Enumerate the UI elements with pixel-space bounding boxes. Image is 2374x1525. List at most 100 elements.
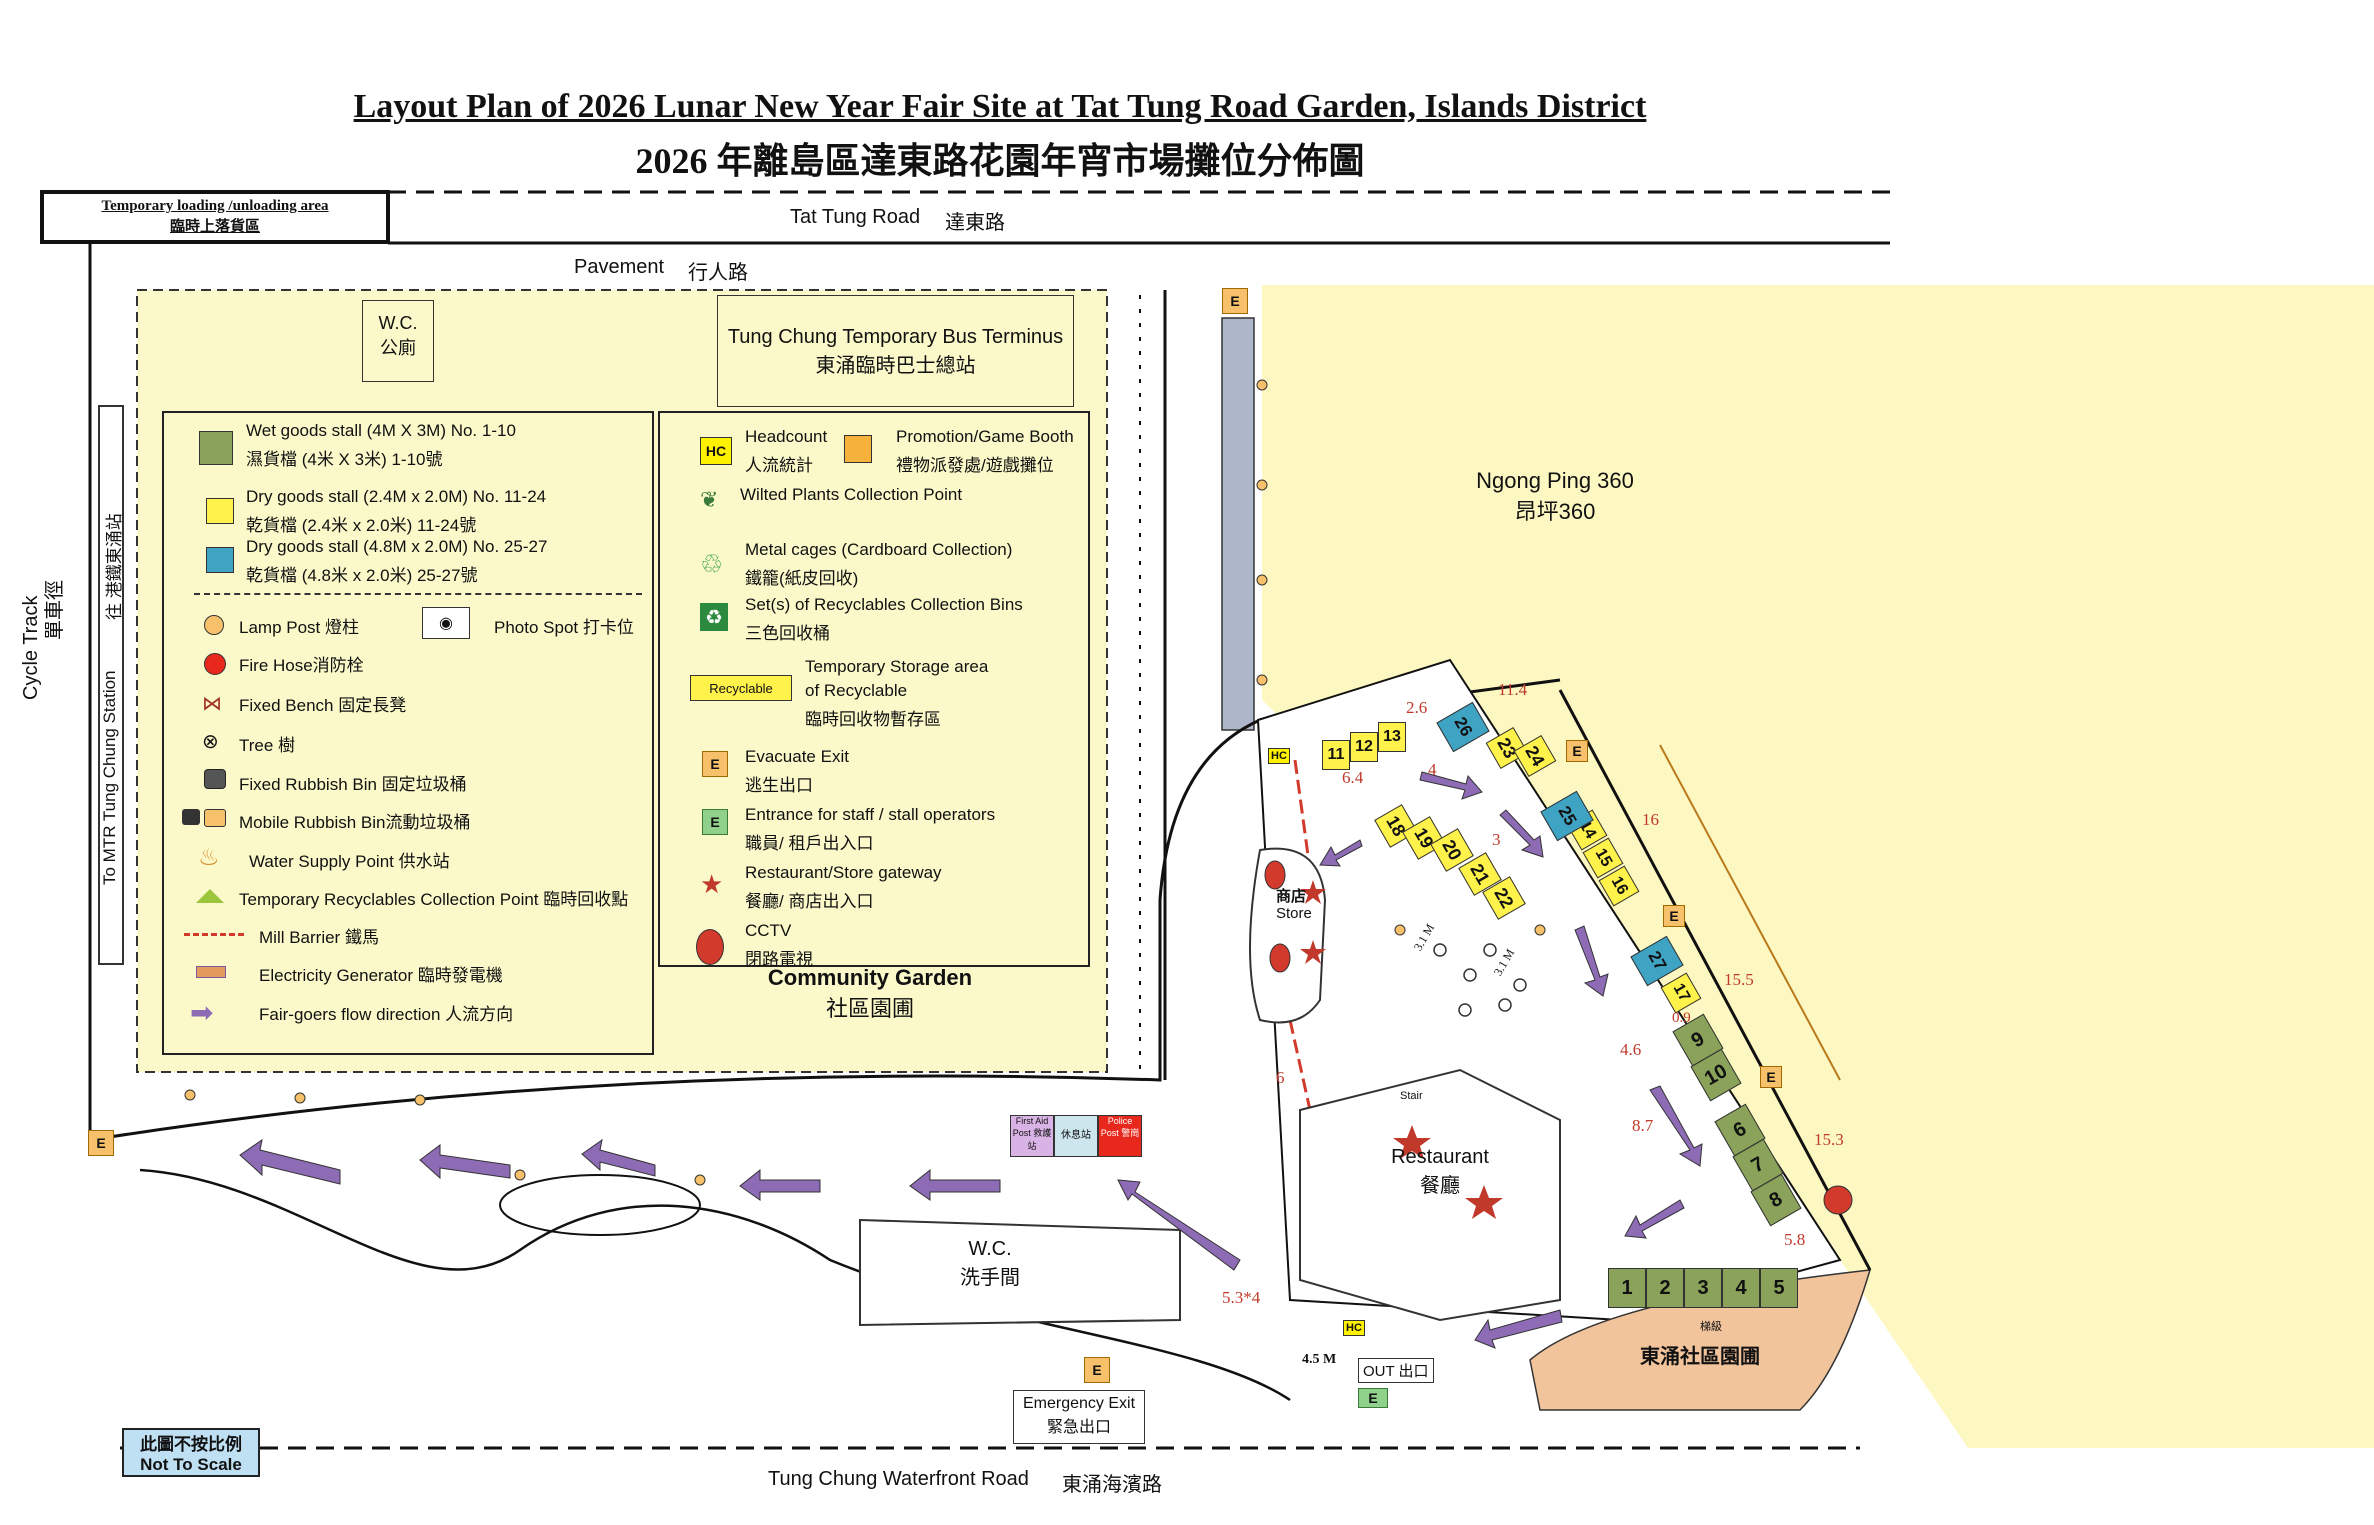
not-to-scale-note: 此圖不按比例 Not To Scale	[122, 1428, 260, 1477]
community-garden-label: Community Garden 社區園圃	[740, 965, 1000, 1023]
bus-terminus-label-zh: 東涌臨時巴士總站	[815, 355, 976, 377]
flow-arrow	[1419, 771, 1483, 800]
lamp-post	[414, 1094, 426, 1106]
legend-cctv-zh: 閉路電視	[745, 950, 813, 969]
dimension-label: 15.3	[1814, 1130, 1844, 1149]
legend-recycle-bins-zh: 三色回收桶	[745, 624, 830, 643]
evacuate-exit-marker: E	[1222, 288, 1248, 314]
dimension-label: 5.3*4	[1222, 1288, 1261, 1307]
emergency-exit-label: Emergency Exit	[1022, 1395, 1136, 1412]
legend-right-panel: HC Headcount 人流統計 Promotion/Game Booth 禮…	[658, 411, 1090, 969]
legend-dry-large-en: Dry goods stall (4.8M x 2.0M) No. 25-27	[246, 537, 548, 556]
evacuate-exit-icon: E	[702, 751, 728, 777]
flow-arrow	[239, 1138, 341, 1185]
cctv-marker	[1264, 860, 1286, 890]
map-title-english: Layout Plan of 2026 Lunar New Year Fair …	[353, 88, 1647, 125]
lamp-post	[694, 1174, 706, 1186]
mobile-bin-icon-orange	[204, 809, 226, 827]
waterfront-road-label: Tung Chung Waterfront Road	[768, 1468, 1029, 1490]
restaurant-label-zh: 餐廳	[1420, 1175, 1460, 1197]
lamp-post	[514, 1169, 526, 1181]
not-to-scale-en: Not To Scale	[140, 1455, 242, 1474]
generator-icon	[196, 966, 226, 978]
mtr-arrow-box	[98, 405, 124, 965]
evacuate-exit-marker: E	[1760, 1066, 1782, 1088]
dimension-label: 8.7	[1632, 1116, 1654, 1135]
legend-headcount-en: Headcount	[745, 427, 828, 446]
flow-arrow	[1117, 1179, 1241, 1271]
flow-arrow	[581, 1138, 656, 1177]
stair-label-zh: 梯級	[1700, 1321, 1722, 1333]
recyclable-storage-icon: Recyclable	[690, 675, 792, 701]
legend-mill-barrier: Mill Barrier 鐵馬	[259, 928, 379, 947]
gateway-star	[1393, 1125, 1431, 1159]
tree-icon: ⊗	[202, 731, 219, 753]
legend-recyclable-storage-en: Temporary Storage area	[805, 657, 989, 676]
fixed-bin-icon	[204, 769, 226, 789]
legend-wilted-plants: Wilted Plants Collection Point	[740, 485, 963, 504]
legend-left-panel: Wet goods stall (4M X 3M) No. 1-10 濕貨檔 (…	[162, 411, 654, 1055]
dimension-label: 11.4	[1498, 680, 1528, 699]
dimension-label: 4.6	[1620, 1040, 1642, 1059]
legend-recyclable-storage-en2: of Recyclable	[805, 681, 908, 700]
flow-arrow	[1499, 809, 1544, 858]
dry-stall: 12	[1350, 732, 1378, 762]
wc-top-label-zh: 公廁	[380, 338, 416, 358]
legend-staff-entrance-en: Entrance for staff / stall operators	[745, 805, 996, 824]
wet-goods-swatch	[199, 431, 233, 465]
legend-photo-spot: Photo Spot 打卡位	[494, 618, 634, 637]
restaurant-label: Restaurant 餐廳	[1385, 1146, 1495, 1198]
mill-barrier-segment	[1293, 759, 1312, 871]
restaurant-label-en: Restaurant	[1391, 1146, 1489, 1168]
store-building	[1249, 847, 1327, 1024]
legend-recyclables-point: Temporary Recyclables Collection Point 臨…	[239, 890, 629, 909]
bus-terminus-label: Tung Chung Temporary Bus Terminus	[727, 326, 1064, 348]
legend-headcount-zh: 人流統計	[745, 456, 813, 475]
tree	[1483, 943, 1497, 957]
legend-evacuate-exit-zh: 逃生出口	[745, 776, 813, 795]
east-boundary-dim	[1659, 744, 1841, 1081]
mill-barrier-icon	[184, 933, 244, 936]
tree	[1458, 1003, 1472, 1017]
flow-arrow	[419, 1144, 511, 1180]
lamp-post	[1256, 674, 1268, 686]
gateway-star	[1300, 940, 1326, 964]
legend-dry-zh: 乾貨檔 (2.4米 x 2.0米) 11-24號	[246, 516, 477, 535]
dimension-label: 16	[1642, 810, 1659, 829]
cycle-track-label-zh: 單車徑	[44, 580, 66, 640]
east-boundary	[1558, 689, 1872, 1271]
tree	[1463, 968, 1477, 982]
legend-water-supply: Water Supply Point 供水站	[249, 852, 450, 871]
gateway-star	[1465, 1185, 1503, 1219]
tree	[1498, 998, 1512, 1012]
legend-recycle-bins-en: Set(s) of Recyclables Collection Bins	[745, 595, 1023, 614]
wet-stall: 4	[1722, 1268, 1760, 1308]
recyclables-point-icon	[196, 889, 224, 903]
dry-goods-swatch	[206, 498, 234, 524]
dry-goods-large-swatch	[206, 547, 234, 573]
ngong-ping-label-en: Ngong Ping 360	[1476, 468, 1634, 493]
pavement-label: Pavement	[574, 256, 665, 278]
fixed-bench-icon: ⋈	[202, 693, 222, 715]
cctv-marker	[1823, 1185, 1853, 1215]
not-to-scale-zh: 此圖不按比例	[140, 1435, 242, 1454]
lamp-post	[1256, 574, 1268, 586]
promotion-booth-icon	[844, 435, 872, 463]
legend-tree: Tree 樹	[239, 736, 296, 755]
mtr-direction-label-zh: 往 港鐵東涌站	[105, 513, 124, 620]
community-garden-label-en: Community Garden	[767, 965, 973, 990]
headcount-marker: HC	[1343, 1320, 1365, 1336]
lamp-post	[294, 1092, 306, 1104]
legend-gateway-zh: 餐廳/ 商店出入口	[745, 892, 874, 911]
legend-metal-cage-zh: 鐵籠(紙皮回收)	[745, 569, 859, 588]
lamp-post	[1256, 479, 1268, 491]
legend-evacuate-exit-en: Evacuate Exit	[745, 747, 849, 766]
dimension-label: 0.9	[1672, 1010, 1691, 1026]
dimension-label: 4	[1428, 760, 1437, 779]
wc-bottom-label-zh: 洗手間	[960, 1267, 1020, 1289]
rest-station: 休息站	[1054, 1115, 1098, 1157]
tat-tung-road-label: Tat Tung Road	[790, 206, 921, 228]
central-oval	[499, 1174, 701, 1236]
emergency-exit-box: Emergency Exit 緊急出口	[1013, 1390, 1145, 1444]
metal-cage-icon: ♲	[700, 549, 724, 579]
